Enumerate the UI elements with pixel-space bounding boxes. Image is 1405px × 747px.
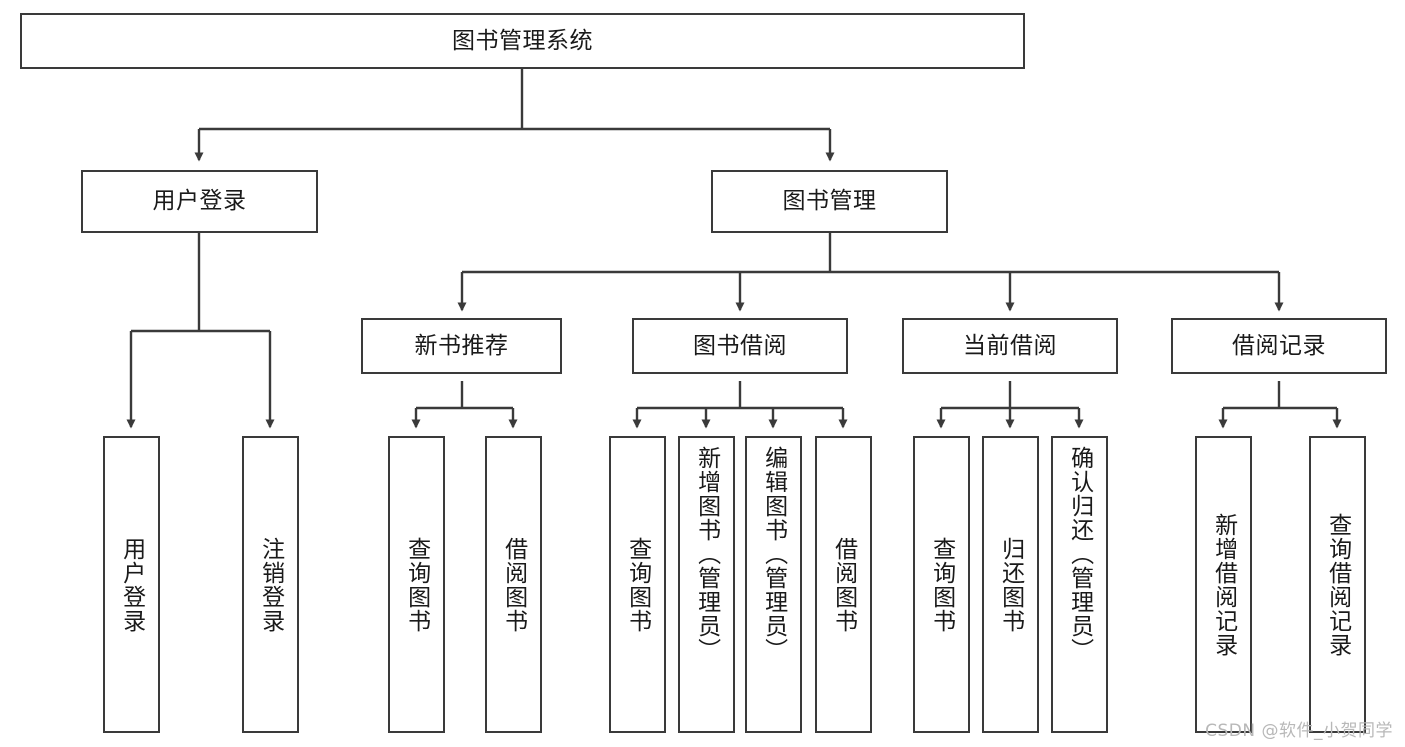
node-leaf-borrow-book-2-label: 借阅图书 — [830, 536, 857, 633]
node-book-borrow-label: 图书借阅 — [693, 332, 787, 359]
node-user-login-label: 用户登录 — [152, 188, 247, 215]
node-leaf-user-logout[interactable]: 注销登录 — [242, 436, 299, 733]
node-leaf-borrow-book-1[interactable]: 借阅图书 — [485, 436, 542, 733]
node-borrow-record-label: 借阅记录 — [1232, 332, 1326, 359]
node-root-label: 图书管理系统 — [452, 27, 593, 54]
node-leaf-add-record[interactable]: 新增借阅记录 — [1195, 436, 1252, 733]
node-leaf-query-record-label: 查询借阅记录 — [1324, 512, 1351, 657]
node-current-borrow-label: 当前借阅 — [963, 332, 1057, 359]
node-book-borrow[interactable]: 图书借阅 — [632, 318, 848, 374]
node-current-borrow[interactable]: 当前借阅 — [902, 318, 1118, 374]
node-leaf-user-login[interactable]: 用户登录 — [103, 436, 160, 733]
node-leaf-borrow-book-1-label: 借阅图书 — [500, 536, 527, 633]
node-leaf-query-book-2-label: 查询图书 — [624, 536, 651, 633]
node-book-manage[interactable]: 图书管理 — [711, 170, 948, 233]
node-leaf-query-book-1-label: 查询图书 — [403, 536, 430, 633]
node-leaf-query-book-3[interactable]: 查询图书 — [913, 436, 970, 733]
node-leaf-add-record-label: 新增借阅记录 — [1210, 512, 1237, 657]
node-new-book-recommend-label: 新书推荐 — [414, 332, 509, 359]
node-leaf-add-book-label: 新增图书（管理员） — [693, 446, 720, 662]
node-leaf-query-record[interactable]: 查询借阅记录 — [1309, 436, 1366, 733]
node-leaf-query-book-2[interactable]: 查询图书 — [609, 436, 666, 733]
node-new-book-recommend[interactable]: 新书推荐 — [361, 318, 562, 374]
node-borrow-record[interactable]: 借阅记录 — [1171, 318, 1387, 374]
node-user-login[interactable]: 用户登录 — [81, 170, 318, 233]
node-leaf-user-login-label: 用户登录 — [118, 536, 145, 633]
node-leaf-return-book-label: 归还图书 — [997, 536, 1024, 633]
node-leaf-confirm-return-label: 确认归还（管理员） — [1066, 446, 1093, 662]
node-leaf-query-book-3-label: 查询图书 — [928, 536, 955, 633]
node-leaf-borrow-book-2[interactable]: 借阅图书 — [815, 436, 872, 733]
node-leaf-return-book[interactable]: 归还图书 — [982, 436, 1039, 733]
node-leaf-edit-book-label: 编辑图书（管理员） — [760, 446, 787, 662]
watermark-text: CSDN @软件_小贺同学 — [1205, 721, 1393, 741]
node-root[interactable]: 图书管理系统 — [20, 13, 1025, 69]
node-leaf-query-book-1[interactable]: 查询图书 — [388, 436, 445, 733]
node-book-manage-label: 图书管理 — [782, 188, 877, 215]
node-leaf-edit-book[interactable]: 编辑图书（管理员） — [745, 436, 802, 733]
node-leaf-user-logout-label: 注销登录 — [257, 536, 284, 633]
node-leaf-add-book[interactable]: 新增图书（管理员） — [678, 436, 735, 733]
node-leaf-confirm-return[interactable]: 确认归还（管理员） — [1051, 436, 1108, 733]
